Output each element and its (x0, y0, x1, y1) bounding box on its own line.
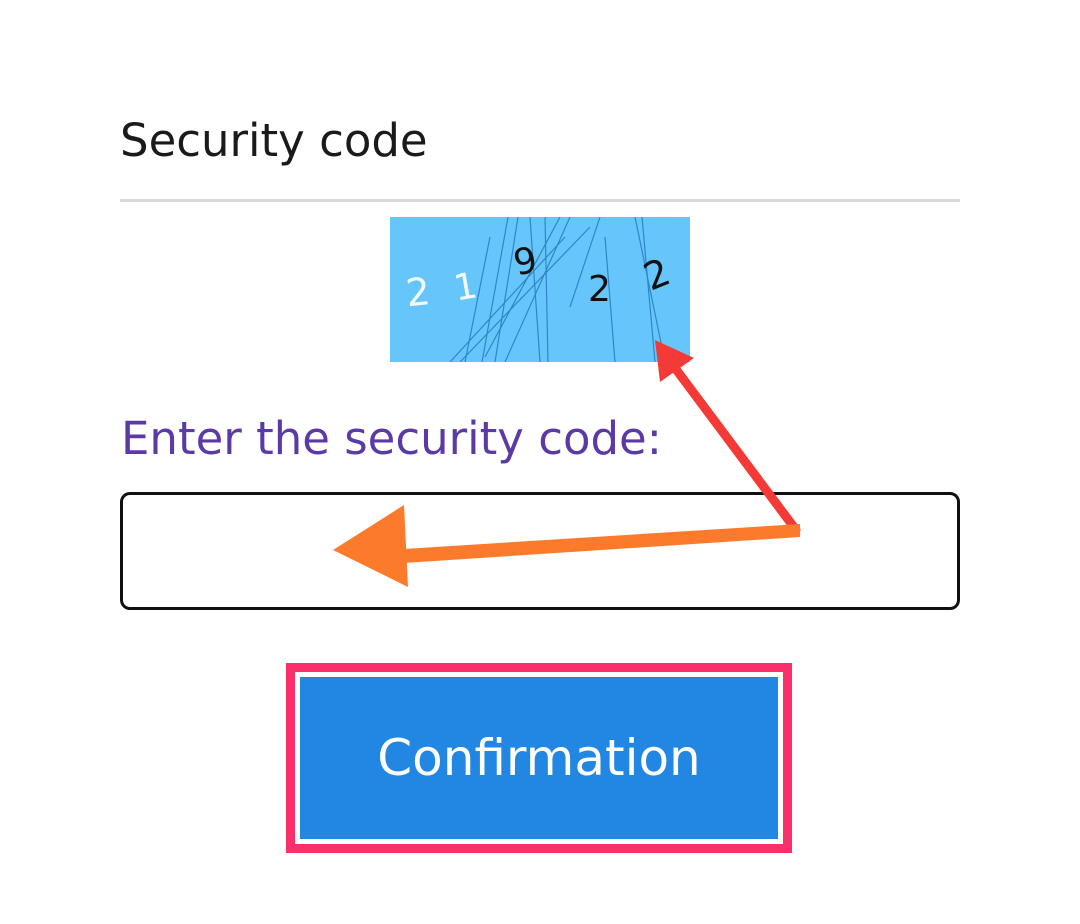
captcha-char-5: 2 (637, 249, 676, 299)
confirm-button[interactable]: Confirmation (300, 677, 778, 839)
captcha-char-4: 2 (588, 269, 611, 310)
captcha-char-1: 2 (404, 269, 433, 315)
captcha-noise: 2 1 9 2 2 (404, 217, 676, 362)
security-code-prompt: Enter the security code: (121, 412, 662, 465)
title-divider (120, 199, 960, 202)
captcha-char-3: 9 (510, 240, 541, 285)
security-code-input[interactable] (120, 492, 960, 610)
captcha-image: 2 1 9 2 2 (390, 217, 690, 362)
section-title: Security code (120, 114, 428, 167)
captcha-char-2: 1 (451, 265, 481, 309)
confirm-highlight-frame (286, 663, 792, 853)
